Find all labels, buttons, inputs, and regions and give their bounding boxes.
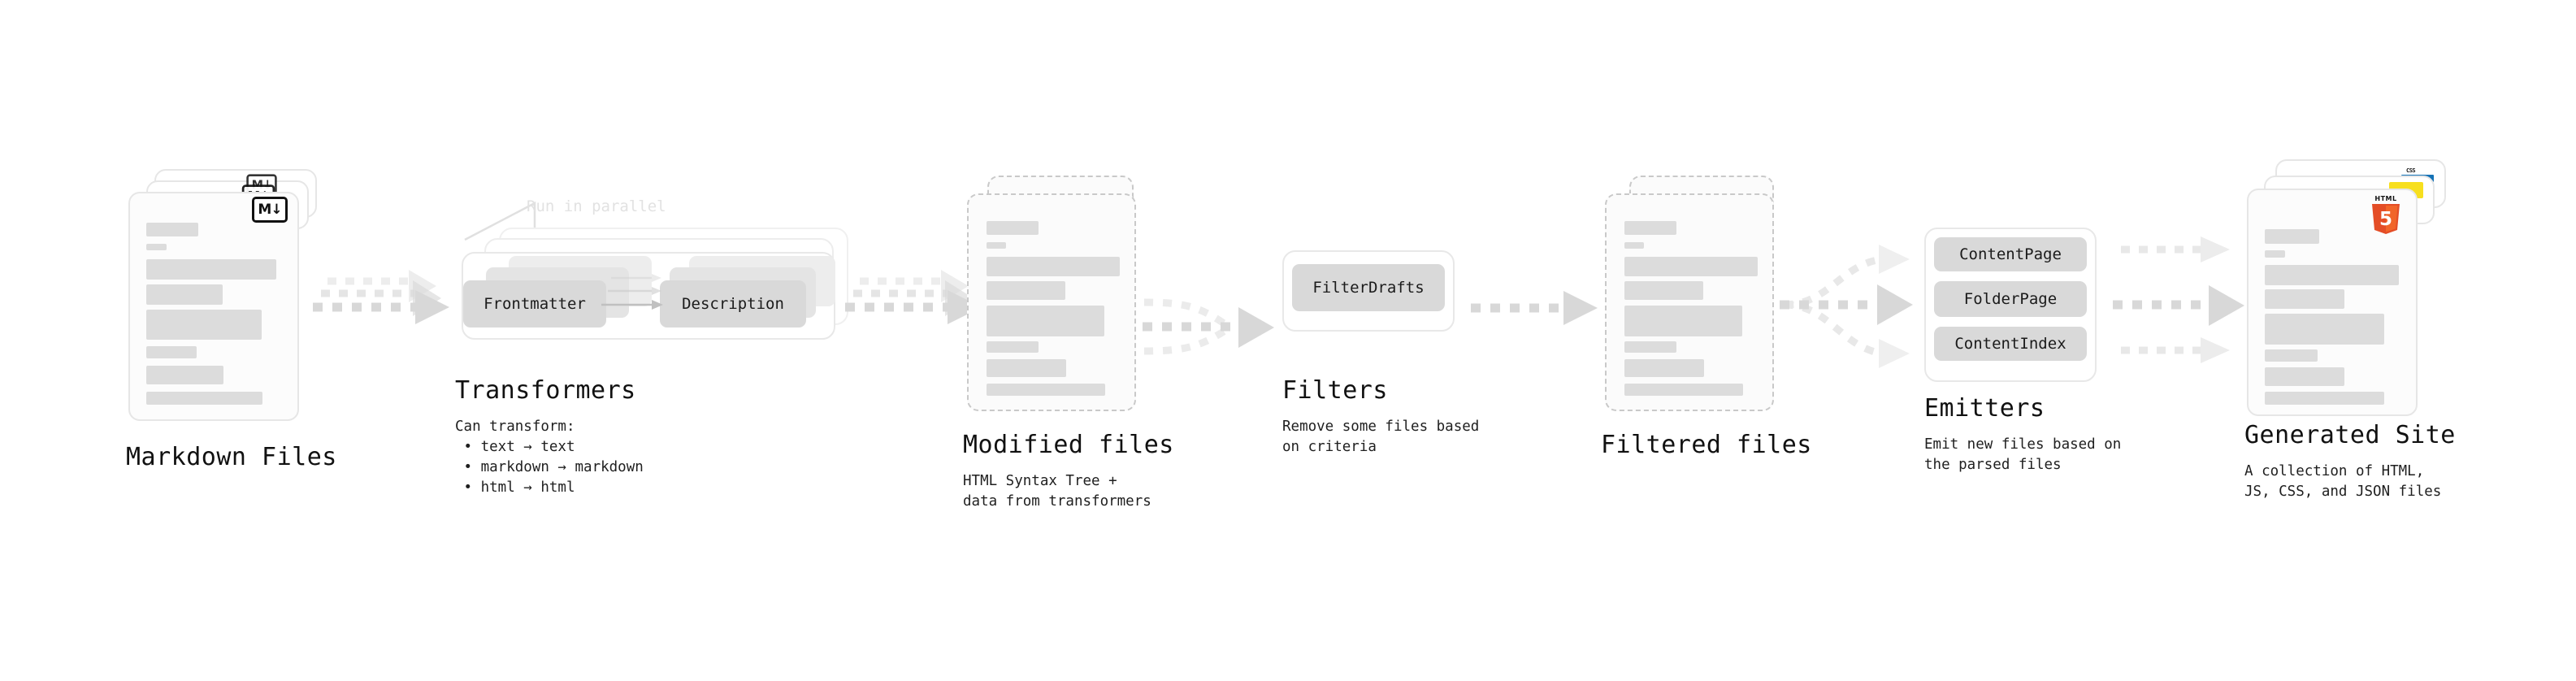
filtered-card-front bbox=[1605, 193, 1774, 411]
skeleton-line bbox=[2265, 265, 2399, 285]
transformer-pill-frontmatter[interactable]: Frontmatter bbox=[463, 280, 606, 327]
skeleton-line bbox=[1624, 281, 1703, 300]
skeleton-line bbox=[1624, 384, 1743, 396]
skeleton-line bbox=[2265, 229, 2319, 244]
skeleton-line bbox=[1624, 341, 1676, 353]
arrow-filtered-to-emitters bbox=[1780, 245, 1913, 368]
html5-badge: HTML 5 bbox=[2372, 195, 2400, 234]
filter-pill-filterdrafts[interactable]: FilterDrafts bbox=[1292, 264, 1445, 311]
run-in-parallel-note: Run in parallel bbox=[527, 197, 666, 215]
markdown-card-front bbox=[128, 192, 299, 421]
emitter-pill-contentindex[interactable]: ContentIndex bbox=[1934, 327, 2087, 361]
skeleton-line bbox=[2265, 349, 2318, 362]
skeleton-line bbox=[987, 384, 1105, 396]
stage-title-filters: Filters bbox=[1282, 376, 1388, 405]
skeleton-line bbox=[2265, 250, 2285, 258]
stage-title-transformers: Transformers bbox=[455, 376, 636, 405]
skeleton-line bbox=[146, 223, 198, 236]
stage-title-generated-site: Generated Site bbox=[2244, 421, 2456, 449]
skeleton-line bbox=[146, 366, 223, 384]
skeleton-line bbox=[146, 244, 167, 250]
skeleton-line bbox=[987, 281, 1065, 300]
skeleton-line bbox=[146, 284, 223, 305]
skeleton-line bbox=[146, 259, 276, 280]
skeleton-line bbox=[987, 242, 1006, 249]
stage-title-markdown-files: Markdown Files bbox=[126, 443, 337, 471]
stage-title-emitters: Emitters bbox=[1924, 394, 2045, 423]
skeleton-line bbox=[2265, 367, 2344, 386]
skeleton-line bbox=[2265, 289, 2344, 309]
skeleton-line bbox=[1624, 359, 1704, 377]
stage-subtitle-modified-files: HTML Syntax Tree + data from transformer… bbox=[963, 473, 1151, 510]
transformer-pill-description[interactable]: Description bbox=[660, 280, 806, 327]
skeleton-line bbox=[2265, 314, 2384, 345]
stage-subtitle-generated-site: A collection of HTML, JS, CSS, and JSON … bbox=[2244, 463, 2442, 500]
skeleton-line bbox=[1624, 306, 1742, 336]
svg-text:HTML: HTML bbox=[2374, 195, 2396, 202]
skeleton-line bbox=[1624, 242, 1644, 249]
skeleton-line bbox=[987, 221, 1039, 235]
skeleton-line bbox=[987, 341, 1039, 353]
run-in-parallel-leader-line bbox=[464, 201, 536, 241]
modified-card-front bbox=[967, 193, 1136, 411]
arrow-emitters-to-site bbox=[2113, 236, 2244, 363]
emitter-pill-contentpage[interactable]: ContentPage bbox=[1934, 237, 2087, 271]
transformer-inner-arrows bbox=[601, 274, 663, 310]
skeleton-line bbox=[987, 359, 1066, 377]
emitter-pill-folderpage[interactable]: FolderPage bbox=[1934, 281, 2087, 317]
skeleton-line bbox=[146, 346, 197, 358]
stage-subtitle-filters: Remove some files based on criteria bbox=[1282, 419, 1480, 455]
skeleton-line bbox=[1624, 257, 1758, 276]
arrow-filters-to-filtered bbox=[1471, 291, 1598, 325]
skeleton-line bbox=[1624, 221, 1676, 235]
stage-title-modified-files: Modified files bbox=[963, 431, 1174, 459]
stage-subtitle-transformers: Can transform: • text → text • markdown … bbox=[455, 419, 644, 496]
arrow-md-to-transformers bbox=[313, 270, 449, 324]
stage-title-filtered-files: Filtered files bbox=[1601, 431, 1812, 459]
markdown-badge-front: M↓ bbox=[252, 197, 288, 223]
skeleton-line bbox=[2265, 392, 2384, 405]
stage-subtitle-emitters: Emit new files based on the parsed files bbox=[1924, 436, 2122, 473]
skeleton-line bbox=[146, 310, 262, 340]
skeleton-line bbox=[146, 392, 262, 405]
css-badge-label: CSS bbox=[2406, 167, 2416, 174]
arrow-transformers-to-modified bbox=[845, 270, 982, 324]
skeleton-line bbox=[987, 306, 1104, 336]
skeleton-line bbox=[987, 257, 1120, 276]
svg-text:5: 5 bbox=[2379, 209, 2392, 230]
arrow-modified-to-filters bbox=[1143, 298, 1274, 355]
